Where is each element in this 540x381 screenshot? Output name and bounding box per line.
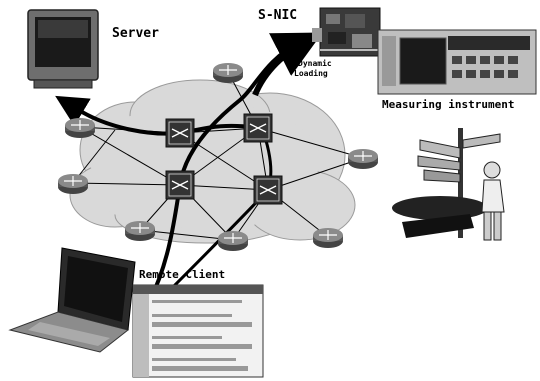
measuring-instrument-label: Measuring instrument [382,98,515,111]
laptop-icon [8,247,136,353]
router [64,117,96,139]
snic-board-icon [312,7,381,57]
dynamic-loading-label: Loading [294,69,328,78]
router [212,62,244,84]
measuring-instrument-icon [377,29,537,95]
switch [243,113,273,143]
router [347,148,379,170]
switch [253,175,283,205]
switch [165,118,195,148]
dynamic-loading-label: Dynamic [298,59,332,68]
client-window-screenshot [132,284,264,378]
switch [165,170,195,200]
server-icon [27,9,99,89]
router [217,230,249,252]
router [124,220,156,242]
dynamic-loading-path [148,40,301,301]
person-signpost-icon [392,128,505,241]
remote-client-label: Remote Client [139,268,226,281]
snic-label: S-NIC [258,8,298,23]
dynamic-loading-arrow [252,32,323,97]
router [57,173,89,195]
server-label: Server [112,26,159,41]
router [312,227,344,249]
